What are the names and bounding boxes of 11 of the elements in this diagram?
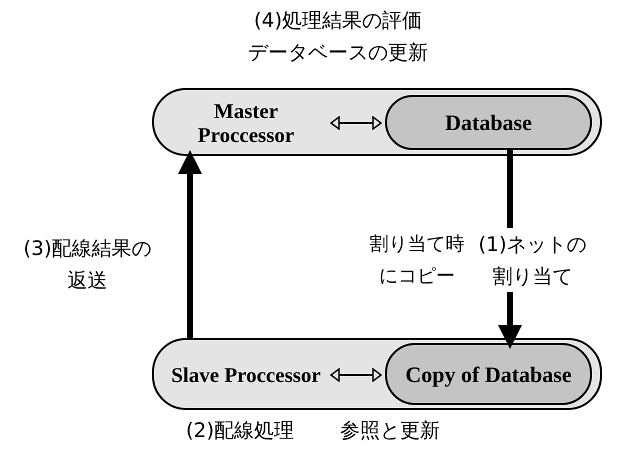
processor-label: Master Proccessor — [165, 96, 327, 150]
annotation-text: (4)処理結果の評価データベースの更新 — [247, 7, 429, 66]
database-pill: Copy of Database — [385, 343, 592, 405]
annotation-text: (2)配線処理 — [184, 417, 296, 444]
note-text: 割り当て時にコピー — [368, 232, 466, 289]
processor-label: Slave Proccessor — [165, 348, 327, 402]
arrow — [178, 150, 202, 338]
database-pill: Database — [385, 95, 592, 150]
arrow — [330, 368, 382, 382]
arrow — [330, 116, 382, 130]
annotation-text: 参照と更新 — [339, 417, 441, 444]
